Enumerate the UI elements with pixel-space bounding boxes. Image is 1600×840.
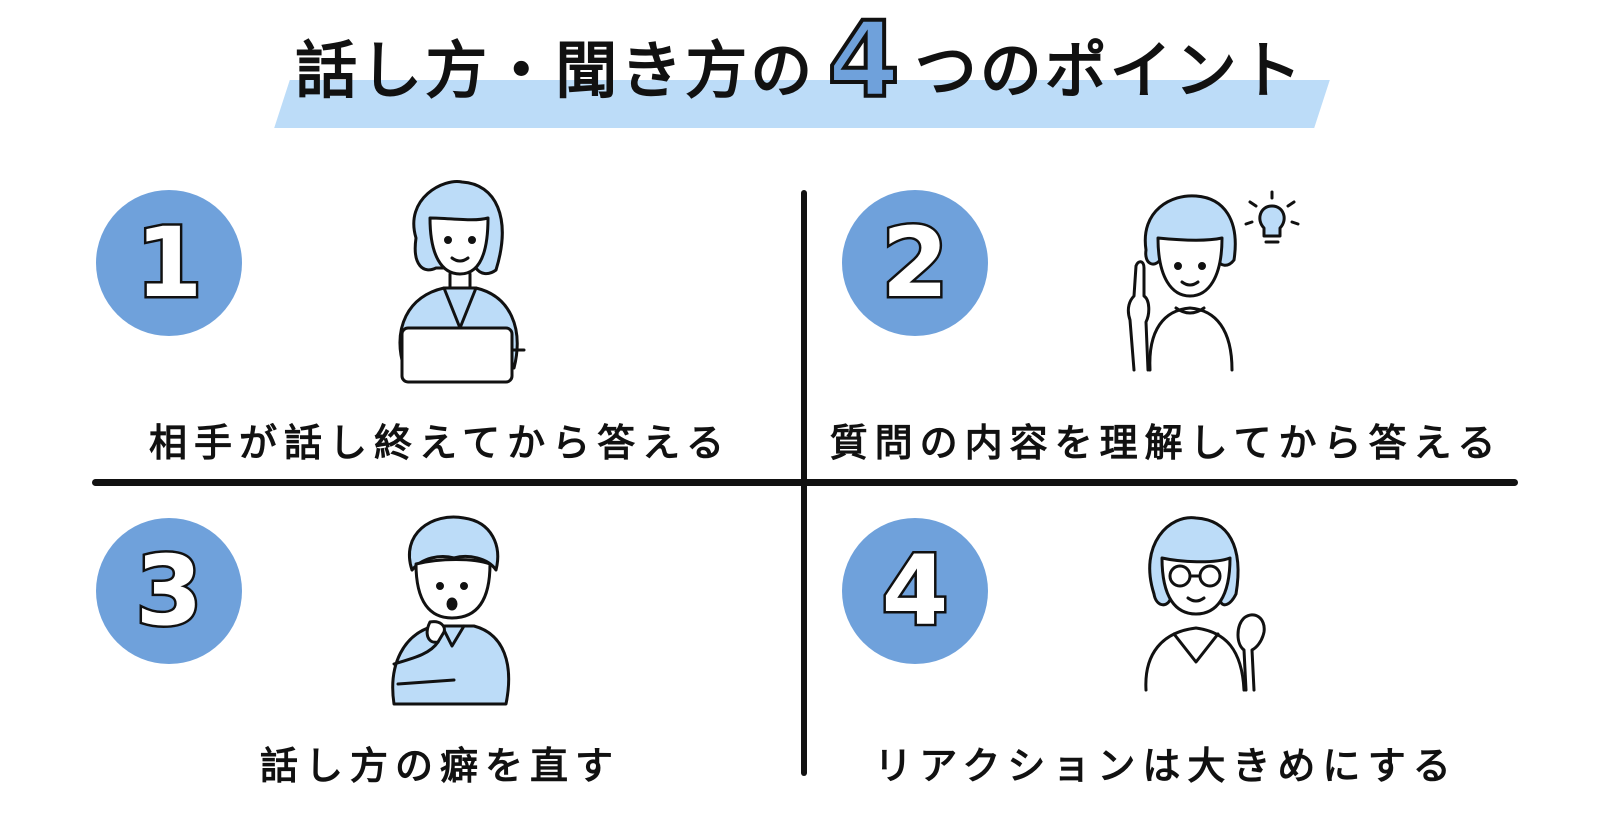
point-4-number: 4 [879, 535, 951, 647]
point-2-number: 2 [879, 207, 951, 319]
point-3-caption: 話し方の癖を直す [259, 744, 620, 788]
point-2-badge: 2 [842, 190, 988, 336]
vertical-divider [801, 190, 807, 776]
point-4-badge: 4 [842, 518, 988, 664]
point-1-caption: 相手が話し終えてから答える [149, 421, 731, 465]
person-fist-icon [1140, 514, 1270, 692]
point-3-number: 3 [133, 535, 205, 647]
title-text-before: 話し方・聞き方の [295, 34, 816, 107]
title-text-after: つのポイント [914, 34, 1305, 107]
point-4-caption: リアクションは大きめにする [874, 744, 1458, 788]
point-1-number: 1 [133, 207, 205, 319]
person-idea-icon [1120, 190, 1306, 380]
point-3-badge: 3 [96, 518, 242, 664]
person-thinking-icon [384, 514, 534, 714]
title-number: 4 [825, 0, 903, 121]
person-laptop-icon [384, 178, 534, 386]
point-2-caption: 質問の内容を理解してから答える [829, 421, 1503, 465]
point-1-badge: 1 [96, 190, 242, 336]
